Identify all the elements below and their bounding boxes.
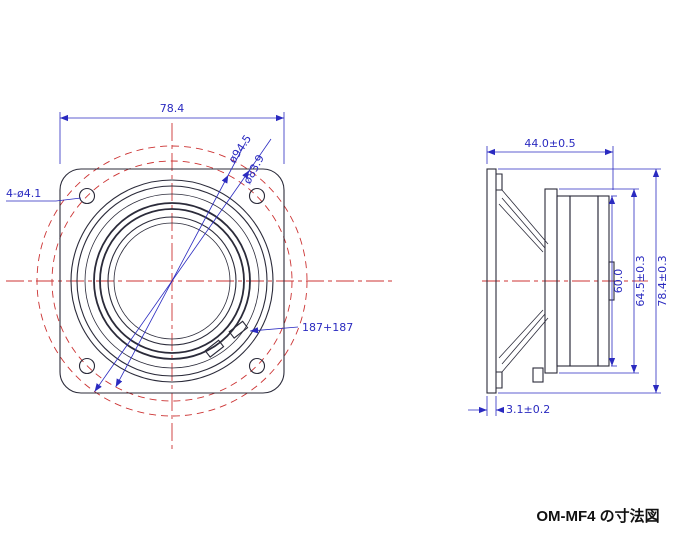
cone-line-top: [498, 203, 544, 253]
gasket-step-top: [496, 173, 503, 191]
frame-outline: [59, 168, 285, 394]
dim-terminals: 187+187: [302, 321, 353, 334]
mounting-hole: [78, 357, 96, 375]
basket-taper-top-inner: [501, 197, 546, 249]
dim-depth: 44.0±0.5: [524, 137, 575, 150]
dim-mounting-holes: 4-ø4.1: [6, 187, 41, 200]
mounting-hole: [248, 187, 266, 205]
centerlines: [6, 123, 648, 452]
basket-taper-bottom: [501, 317, 549, 373]
dim-front-width: 78.4: [160, 102, 185, 115]
terminal-lug-profile: [532, 367, 544, 383]
leader-terminals: [249, 326, 299, 334]
dim-magnet-height: 60.0: [612, 269, 625, 294]
basket-taper-top: [501, 189, 549, 245]
dim-extension: [227, 141, 247, 176]
dim-flange-thickness: 3.1±0.2: [506, 403, 550, 416]
flange-profile: [486, 168, 497, 394]
dim-basket-rear-height: 64.5±0.3: [634, 255, 647, 306]
cone-line-bottom: [498, 309, 544, 359]
dim-total-height: 78.4±0.3: [656, 255, 669, 306]
basket-taper-bottom-inner: [501, 313, 546, 365]
terminal-tab: [228, 320, 249, 339]
dim-outer-diameter: ø94.5: [226, 132, 254, 165]
dim-line-bolt-circle: [115, 174, 229, 388]
mounting-hole: [78, 187, 96, 205]
gasket-step-bottom: [496, 371, 503, 389]
mounting-hole: [248, 357, 266, 375]
drawing-title: OM-MF4 の寸法図: [536, 507, 659, 525]
leader-mounting-holes: [6, 197, 82, 202]
dim-extension: [249, 138, 272, 171]
